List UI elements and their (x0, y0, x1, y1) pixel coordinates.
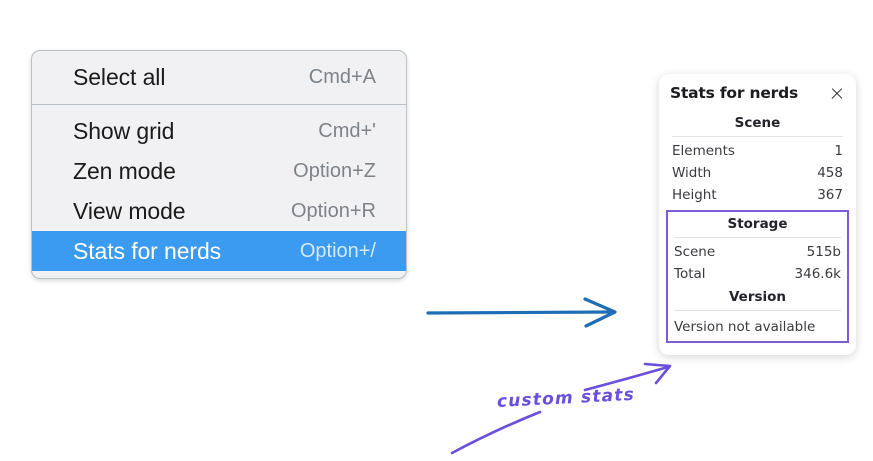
section-divider (674, 310, 841, 311)
stat-row-height: Height 367 (670, 184, 845, 206)
stat-row-storage-total: Total 346.6k (672, 263, 843, 285)
version-section: Version Version not available (672, 285, 843, 338)
blue-arrow (426, 297, 617, 328)
menu-item-shortcut: Option+Z (293, 159, 376, 182)
storage-section: Storage Scene 515b Total 346.6k (672, 212, 843, 285)
section-divider (674, 237, 841, 238)
version-not-available-text: Version not available (674, 319, 816, 335)
section-divider (672, 136, 843, 137)
scene-section-heading: Scene (734, 115, 781, 131)
stats-panel-title: Stats for nerds (670, 84, 799, 102)
stat-key: Elements (672, 143, 735, 159)
menu-group-1: Select all Cmd+A (32, 51, 406, 104)
stats-panel-header: Stats for nerds (670, 84, 845, 102)
stat-key: Height (672, 187, 717, 203)
stat-key: Scene (674, 244, 716, 260)
context-menu[interactable]: Select all Cmd+A Show grid Cmd+' Zen mod… (31, 50, 407, 279)
menu-item-label: Stats for nerds (73, 237, 222, 264)
custom-stats-annotation-label: custom stats (496, 384, 636, 412)
stat-key: Width (672, 165, 712, 181)
scene-section: Scene Elements 1 Width 458 Height 367 (670, 111, 845, 206)
menu-item-label: Zen mode (73, 157, 176, 184)
menu-item-shortcut: Cmd+A (308, 65, 376, 88)
custom-stats-highlight-box: Storage Scene 515b Total 346.6k Version … (666, 210, 849, 343)
version-section-heading: Version (728, 289, 787, 305)
purple-underline-stroke (450, 410, 542, 455)
menu-item-label: Show grid (73, 117, 175, 144)
menu-item-show-grid[interactable]: Show grid Cmd+' (32, 111, 406, 151)
stats-for-nerds-panel: Stats for nerds Scene Elements 1 Width 4… (659, 74, 856, 355)
menu-item-select-all[interactable]: Select all Cmd+A (32, 57, 406, 97)
close-icon[interactable] (829, 85, 845, 101)
stat-row-elements: Elements 1 (670, 140, 845, 162)
menu-item-label: Select all (73, 63, 166, 90)
menu-item-stats-for-nerds[interactable]: Stats for nerds Option+/ (32, 231, 406, 271)
storage-section-heading: Storage (727, 216, 788, 232)
menu-item-view-mode[interactable]: View mode Option+R (32, 191, 406, 231)
menu-item-zen-mode[interactable]: Zen mode Option+Z (32, 151, 406, 191)
stat-value: 458 (817, 165, 843, 181)
menu-item-shortcut: Option+R (290, 199, 376, 222)
stat-key: Total (674, 266, 706, 282)
stat-value: 1 (834, 143, 843, 159)
menu-item-shortcut: Cmd+' (318, 119, 376, 142)
menu-group-2: Show grid Cmd+' Zen mode Option+Z View m… (32, 104, 406, 278)
stat-row-storage-scene: Scene 515b (672, 241, 843, 263)
stat-value: 515b (806, 244, 841, 260)
stat-row-width: Width 458 (670, 162, 845, 184)
menu-item-label: View mode (73, 197, 186, 224)
menu-item-shortcut: Option+/ (299, 239, 376, 262)
stat-value: 367 (817, 187, 843, 203)
stat-value: 346.6k (794, 266, 841, 282)
